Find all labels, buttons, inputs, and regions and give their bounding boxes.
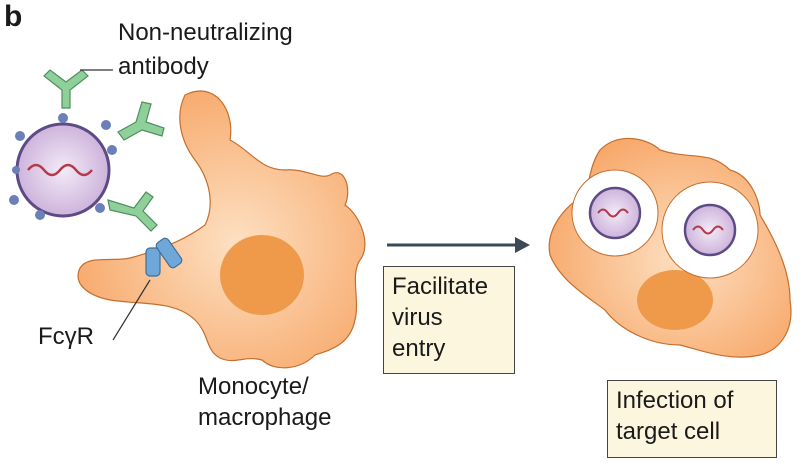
virus-particle-icon	[9, 113, 117, 220]
infection-box: Infection of target cell	[607, 380, 777, 458]
step2-line1: Infection of	[616, 387, 734, 414]
step2-line2: target cell	[616, 418, 721, 445]
antibody-label-line1: Non-neutralizing	[118, 19, 293, 46]
antibody-icon	[43, 69, 165, 232]
macrophage-nucleus	[220, 235, 304, 315]
step1-line1: Facilitate	[392, 273, 489, 300]
panel-letter: b	[4, 0, 23, 33]
cell-label-line1: Monocyte/	[198, 373, 309, 400]
arrowhead-icon	[515, 237, 530, 253]
fc-receptor-icon	[145, 237, 183, 277]
receptor-label: FcγR	[38, 323, 94, 350]
internalized-virus-1-icon	[588, 186, 642, 240]
facilitate-entry-box: Facilitate virus entry	[383, 266, 515, 374]
receptor-leader-line	[112, 279, 151, 341]
internalized-virus-2-icon	[683, 203, 737, 257]
antibody-label-line2: antibody	[118, 53, 209, 80]
cell-label-line2: macrophage	[198, 404, 332, 431]
step1-line2: virus	[392, 304, 443, 331]
step1-line3: entry	[392, 335, 446, 362]
target-cell-nucleus	[637, 270, 713, 330]
